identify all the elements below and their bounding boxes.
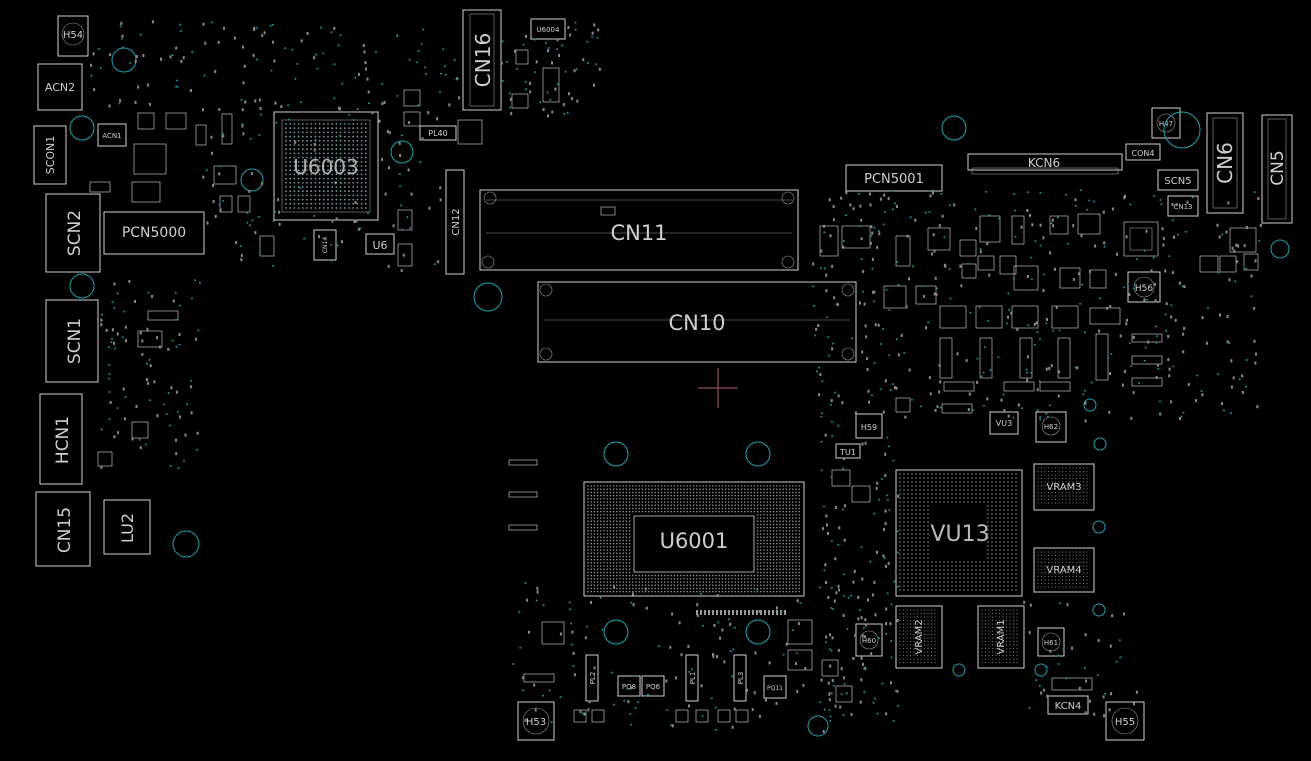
cn14-label: CN14: [322, 237, 329, 253]
connector-cn12: CN12: [445, 169, 465, 275]
chip-u6: U6: [365, 233, 395, 255]
cn5-label: CN5: [1268, 150, 1288, 185]
chip-u6001: U6001: [583, 481, 805, 597]
vu13-label: VU13: [930, 522, 989, 547]
vram2-label: VRAM2: [914, 619, 925, 654]
cn6-label: CN6: [1213, 142, 1237, 184]
mounting-hole-h56: H56: [1127, 271, 1161, 303]
connector-cn16: CN16: [462, 9, 502, 111]
connector-acn2: ACN2: [37, 63, 83, 111]
u6003-label: U6003: [293, 155, 359, 179]
kcn6-label: KCN6: [1028, 156, 1060, 170]
memory-vram4: VRAM4: [1033, 547, 1095, 593]
hcn1-label: HCN1: [53, 416, 73, 464]
h55-label: H55: [1115, 717, 1135, 728]
inductor-pl40: PL40: [419, 125, 457, 141]
mounting-hole-h60: H60: [855, 623, 883, 657]
memory-vram1: VRAM1: [977, 605, 1025, 669]
connector-pcn5000: PCN5000: [103, 211, 205, 255]
connector-cn15: CN15: [35, 491, 91, 567]
con4-label: CON4: [1132, 149, 1155, 158]
chip-u6003: U6003: [273, 111, 379, 221]
connector-scn2: SCN2: [45, 193, 101, 273]
transistor-pq11: PQ11: [763, 675, 787, 699]
connector-cn14: CN14: [313, 229, 337, 261]
cn10-label: CN10: [668, 311, 725, 335]
pl2-label: PL2: [589, 672, 597, 685]
pq6-label: PQ6: [646, 683, 661, 691]
connector-scon1: SCON1: [33, 125, 67, 185]
connector-kcn4: KCN4: [1047, 695, 1089, 715]
h56-label: H56: [1135, 284, 1153, 294]
mounting-hole-h53: H53: [517, 701, 555, 741]
pcn5000-label: PCN5000: [122, 225, 186, 241]
scn2-label: SCN2: [65, 210, 85, 256]
h61-label: H61: [1044, 639, 1058, 647]
h47-label: H47: [1159, 120, 1173, 128]
vu3-label: VU3: [996, 419, 1012, 428]
h53-label: H53: [526, 717, 546, 728]
pl40-label: PL40: [428, 129, 447, 138]
vram4-label: VRAM4: [1046, 565, 1081, 576]
lu2-label: LU2: [118, 513, 137, 543]
inductor-pl1: PL1: [685, 654, 699, 702]
connector-cn10: CN10: [537, 281, 857, 363]
connector-cn11: CN11: [479, 189, 799, 271]
inductor-pl2: PL2: [585, 654, 599, 702]
inductor-lu2: LU2: [103, 499, 151, 555]
h59-label: H59: [861, 423, 877, 432]
component-tu1: TU1: [835, 443, 861, 459]
scon1-label: SCON1: [44, 136, 57, 175]
scn1-label: SCN1: [65, 318, 85, 364]
transistor-pq8: PQ8: [617, 675, 641, 697]
connector-kcn6: KCN6: [967, 153, 1123, 175]
connector-scn5: SCN5: [1157, 169, 1199, 191]
mounting-hole-h59: H59: [855, 413, 883, 439]
connector-pcn5001: PCN5001: [845, 164, 943, 192]
transistor-pq6: PQ6: [641, 675, 665, 697]
u6004-label: U6004: [537, 26, 560, 34]
origin-crosshair: [698, 368, 738, 408]
vram3-label: VRAM3: [1046, 482, 1081, 493]
mounting-hole-h54: H54: [57, 15, 89, 57]
u6001-label: U6001: [660, 529, 729, 553]
cn15-label: CN15: [55, 507, 75, 553]
pcn5001-label: PCN5001: [864, 172, 924, 187]
cn13-label: CN13: [1173, 203, 1192, 211]
connector-cn5: CN5: [1261, 114, 1293, 224]
connector-cn6: CN6: [1206, 112, 1244, 214]
h60-label: H60: [862, 637, 876, 645]
pl1-label: PL1: [689, 672, 697, 685]
chip-vu13: VU13: [895, 469, 1023, 597]
connector-cn13: CN13: [1167, 195, 1199, 217]
h62-label: H62: [1044, 423, 1058, 431]
memory-vram3: VRAM3: [1033, 463, 1095, 511]
mounting-hole-h47: H47: [1151, 107, 1181, 139]
connector-scn1: SCN1: [45, 299, 99, 383]
pq11-label: PQ11: [767, 685, 783, 692]
h54-label: H54: [63, 30, 83, 41]
chip-u6004: U6004: [530, 18, 566, 40]
acn1-label: ACN1: [102, 132, 121, 140]
cn12-label: CN12: [451, 208, 462, 235]
connector-acn1: ACN1: [97, 123, 127, 147]
acn2-label: ACN2: [45, 81, 75, 94]
scn5-label: SCN5: [1164, 176, 1191, 187]
inductor-pl3: PL3: [733, 654, 747, 702]
cn11-label: CN11: [610, 221, 667, 245]
cn16-label: CN16: [471, 33, 495, 87]
vram1-label: VRAM1: [996, 619, 1007, 654]
chip-vu3: VU3: [989, 411, 1019, 435]
kcn4-label: KCN4: [1055, 701, 1082, 712]
pq8-label: PQ8: [622, 683, 636, 691]
memory-vram2: VRAM2: [895, 605, 943, 669]
u6-label: U6: [372, 239, 387, 252]
tu1-label: TU1: [839, 448, 856, 457]
mounting-hole-h62: H62: [1035, 411, 1067, 443]
connector-con4: CON4: [1125, 143, 1161, 161]
mounting-hole-h55: H55: [1105, 701, 1145, 741]
connector-hcn1: HCN1: [39, 393, 83, 485]
pl3-label: PL3: [737, 672, 745, 685]
